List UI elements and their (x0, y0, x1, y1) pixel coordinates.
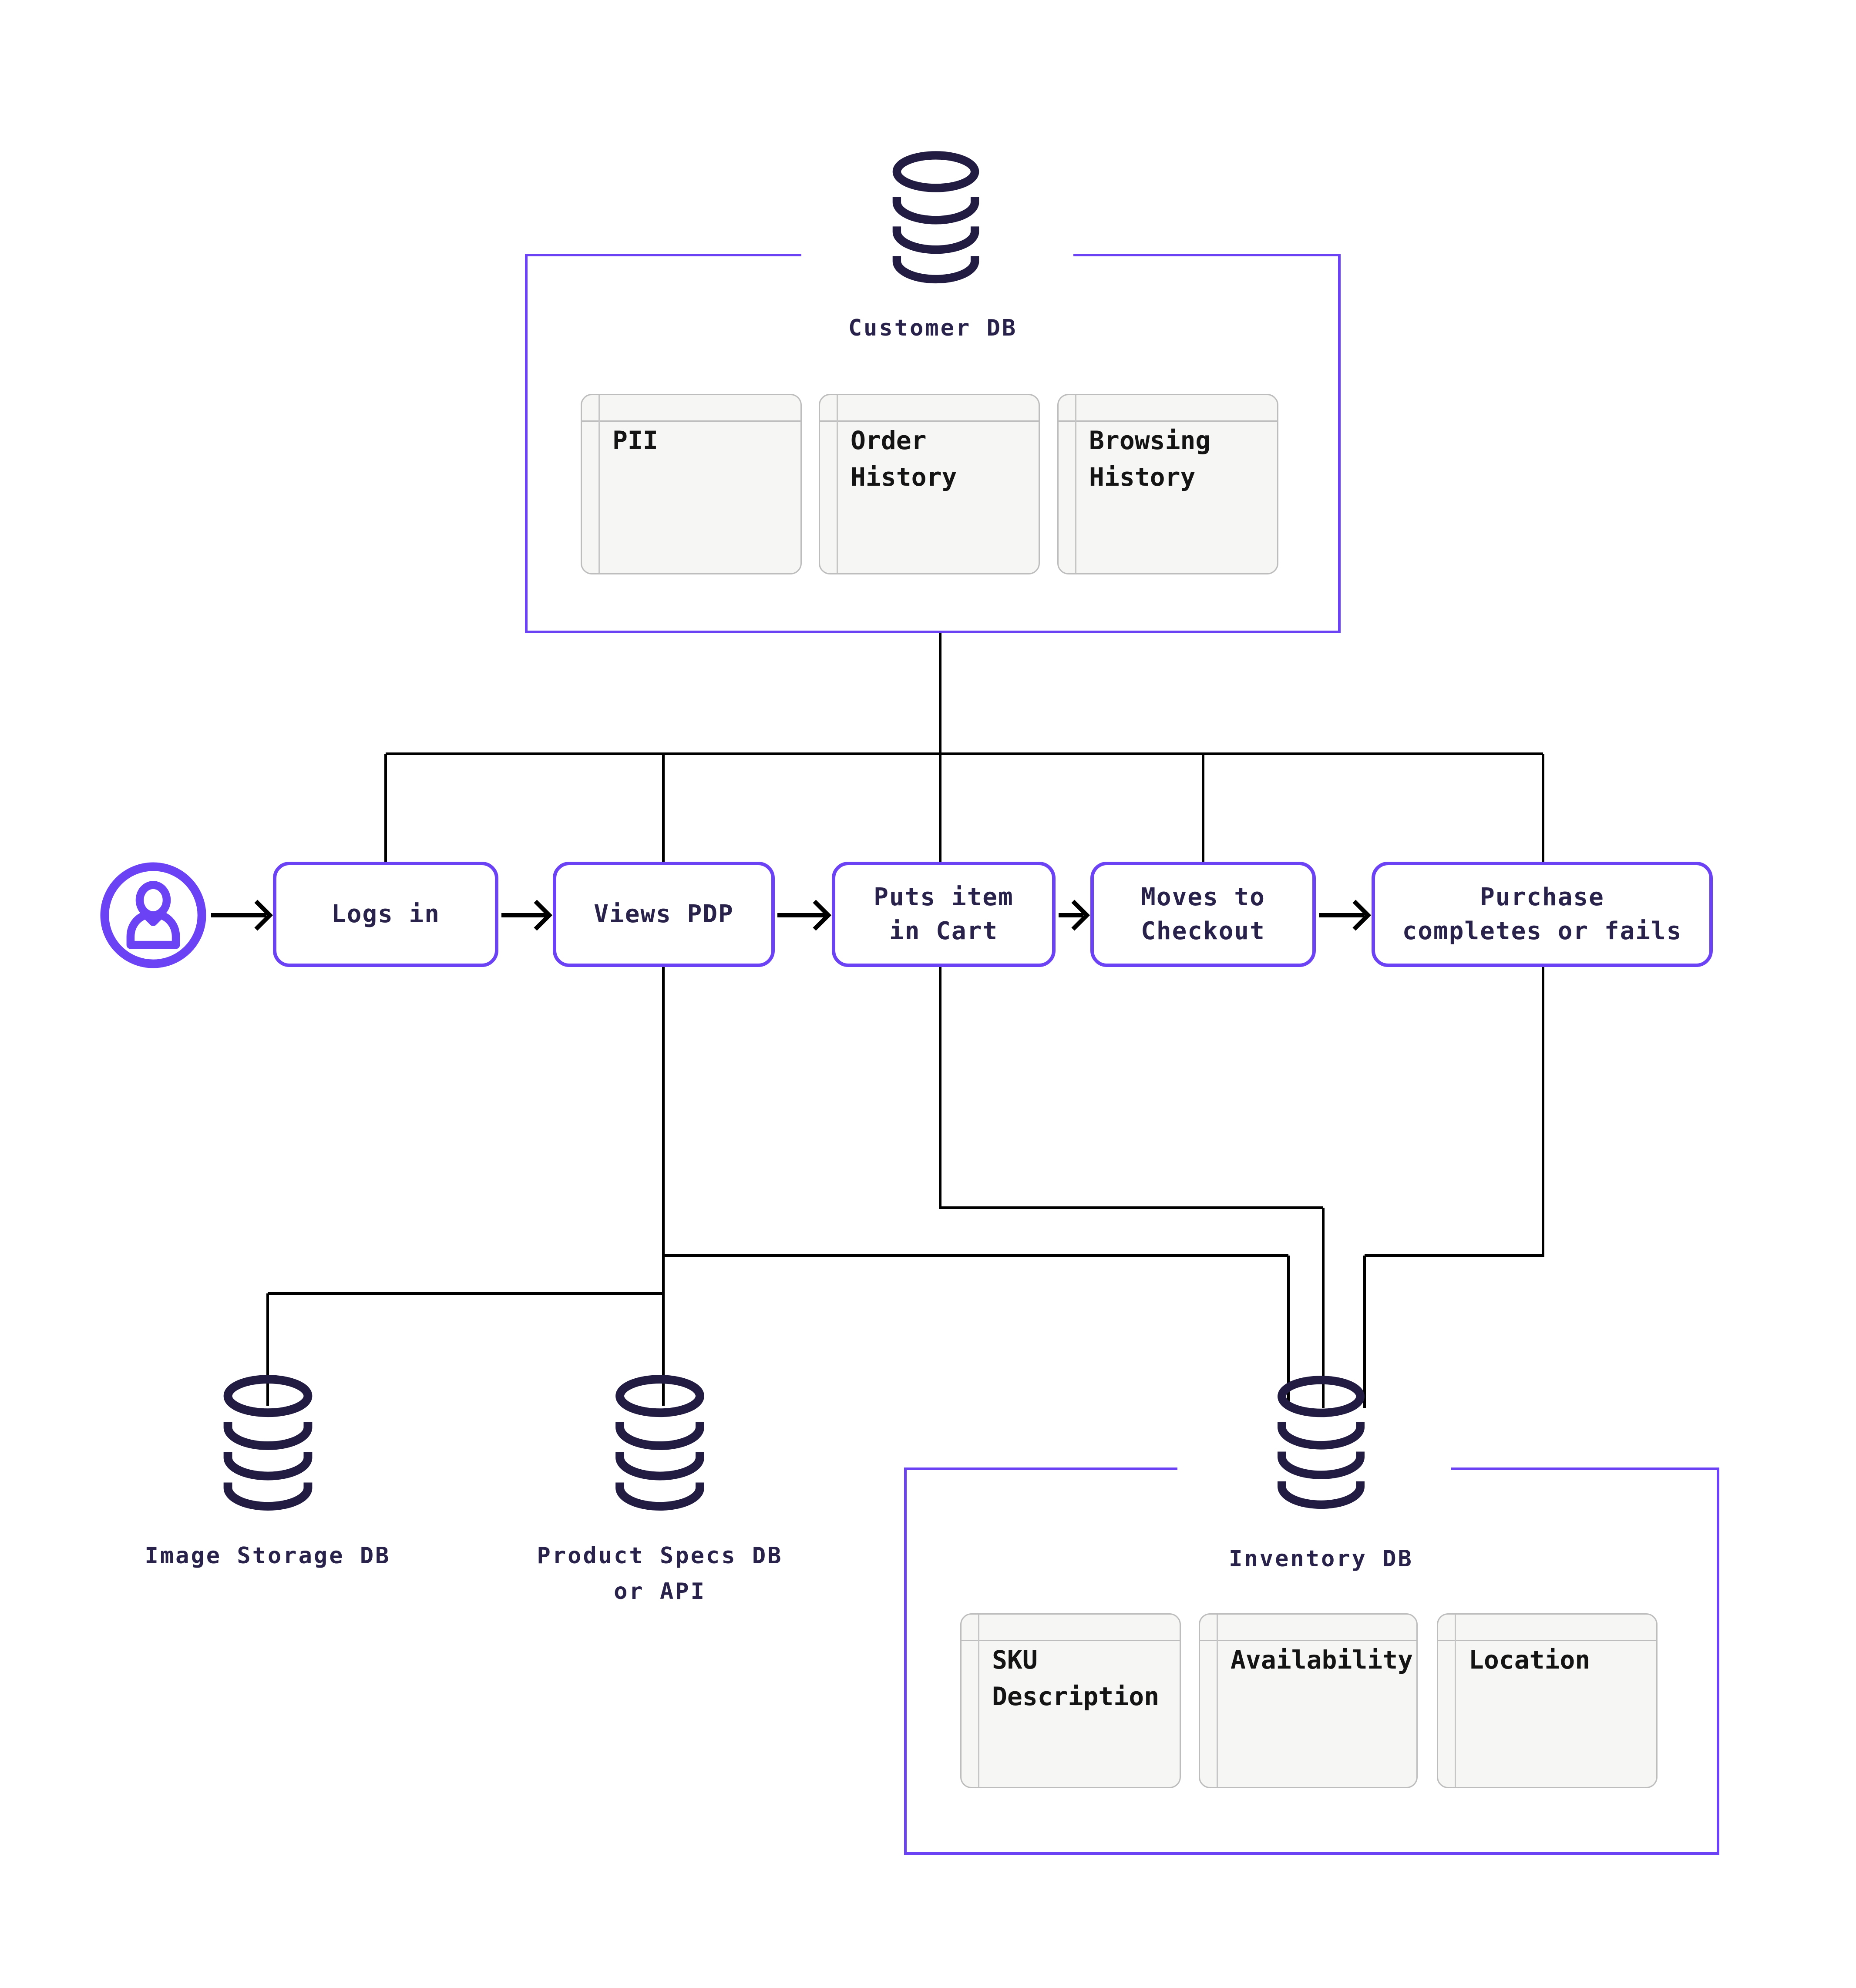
user-icon (100, 862, 206, 968)
card-order-history: Order History (819, 394, 1040, 574)
customer-database-icon (892, 151, 979, 284)
product-specs-db-label: Product Specs DB or API (537, 1543, 783, 1605)
product-specs-database-icon (615, 1375, 704, 1511)
card-pii: PII (581, 394, 802, 574)
image-storage-database-icon (223, 1375, 313, 1511)
flow-step-moves-to-checkout: Moves to Checkout (1090, 862, 1316, 967)
customer-db-group: PII Order History Browsing History (525, 254, 1341, 633)
customer-db-title: Customer DB (848, 315, 1018, 341)
inventory-db-title: Inventory DB (1229, 1546, 1413, 1572)
frame-border-gap (801, 250, 1073, 258)
flow-step-purchase-completes-or-fails: Purchase completes or fails (1372, 862, 1713, 967)
card-browsing-history: Browsing History (1057, 394, 1278, 574)
inventory-database-icon (1278, 1376, 1365, 1509)
flow-step-views-pdp: Views PDP (553, 862, 775, 967)
card-label: Availability (1231, 1645, 1413, 1675)
card-location: Location (1437, 1613, 1658, 1788)
frame-border-gap (1177, 1464, 1451, 1472)
card-label: SKU Description (992, 1645, 1160, 1711)
card-label: PII (612, 426, 658, 455)
flow-step-puts-item-in-cart: Puts item in Cart (832, 862, 1056, 967)
card-availability: Availability (1199, 1613, 1418, 1788)
card-label: Browsing History (1089, 426, 1211, 492)
card-label: Location (1469, 1645, 1590, 1675)
card-label: Order History (851, 426, 957, 492)
inventory-db-group: SKU Description Availability Location (904, 1467, 1719, 1855)
card-sku-description: SKU Description (960, 1613, 1181, 1788)
image-storage-db-label: Image Storage DB (145, 1543, 391, 1569)
flow-step-logs-in: Logs in (273, 862, 498, 967)
